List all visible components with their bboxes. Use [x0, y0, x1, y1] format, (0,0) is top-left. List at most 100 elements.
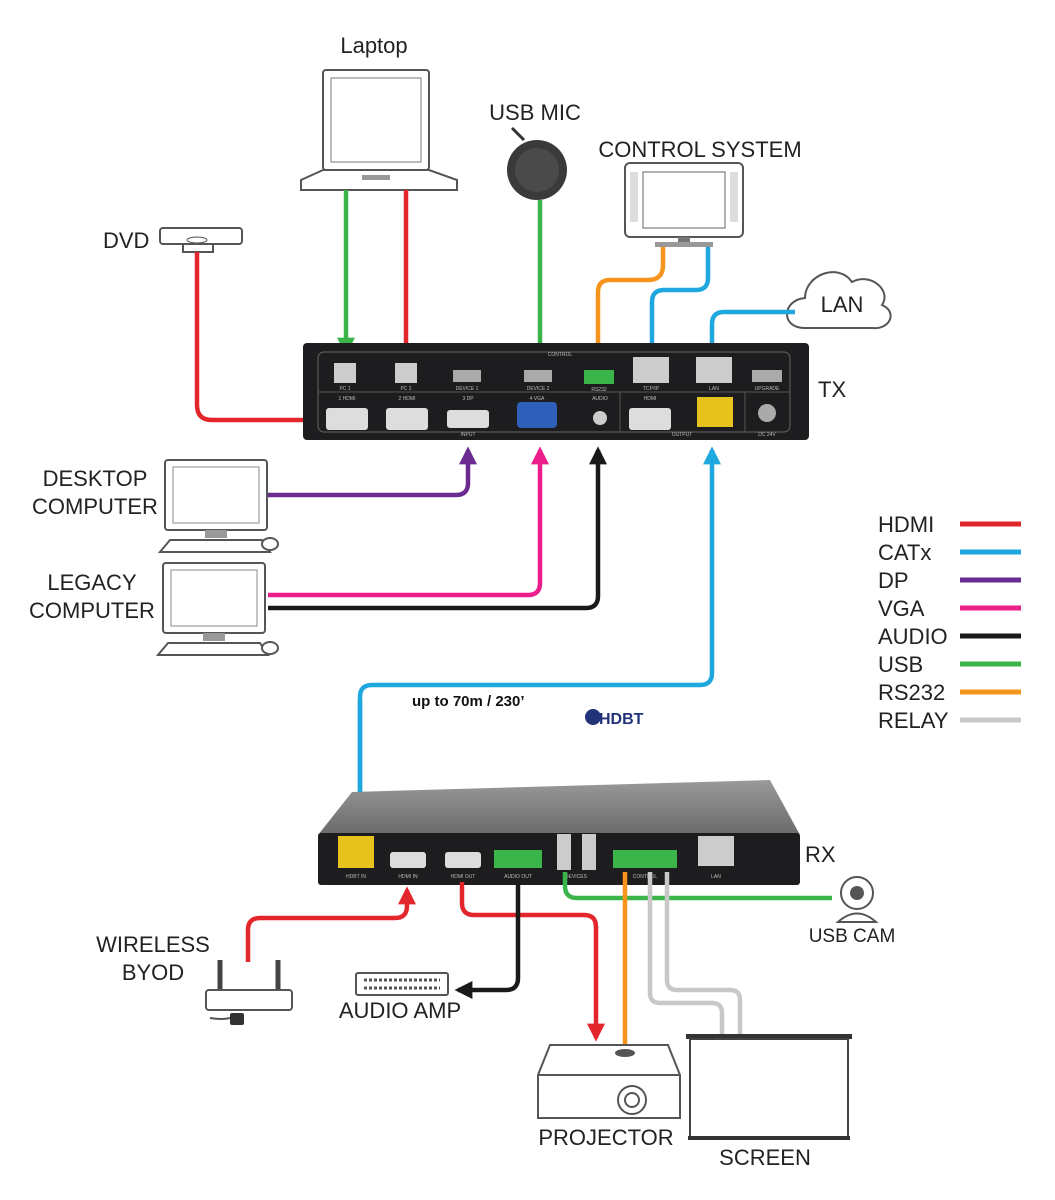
wire-audio: [268, 446, 607, 611]
svg-text:LAN: LAN: [709, 386, 719, 392]
wires-rx: [245, 872, 832, 1046]
svg-text:HDBT: HDBT: [599, 711, 644, 728]
legend-label: DP: [878, 568, 909, 593]
label-usb-mic: USB MIC: [489, 100, 581, 125]
wire-relay-1: [647, 872, 725, 1035]
legend-label: AUDIO: [878, 624, 948, 649]
svg-text:4 VGA: 4 VGA: [530, 396, 545, 402]
label-tx: TX: [818, 377, 846, 402]
svg-text:HDMI IN: HDMI IN: [398, 874, 418, 880]
svg-text:HDBT IN: HDBT IN: [346, 874, 366, 880]
vga-port-icon: [517, 402, 557, 428]
wire-hdmi-projector: [459, 882, 605, 1042]
dc-jack-icon: [758, 404, 776, 422]
svg-text:OUTPUT: OUTPUT: [672, 432, 693, 438]
legend-label: CATx: [878, 540, 931, 565]
label-desktop-2: COMPUTER: [32, 494, 158, 519]
svg-text:DEVICE 2: DEVICE 2: [527, 386, 550, 392]
label-usb-cam: USB CAM: [809, 926, 896, 947]
wires-inputs: [268, 446, 721, 836]
displayport-icon: [447, 410, 489, 428]
audio-jack-icon: [593, 411, 607, 425]
svg-text:TCP/IP: TCP/IP: [643, 386, 660, 392]
wire-catx-lan: [709, 309, 795, 358]
tx-device: PC 1 PC 2 DEVICE 1 DEVICE 2 CONTROL RS23…: [303, 343, 809, 440]
hdmi-port-icon: [326, 408, 368, 430]
label-legacy-1: LEGACY: [47, 570, 137, 595]
wire-hdmi-byod: [245, 886, 416, 962]
legend-label: RELAY: [878, 708, 949, 733]
usb-b-port-icon: [334, 363, 356, 383]
usb-a-port-icon: [557, 834, 571, 870]
svg-text:CONTROL: CONTROL: [633, 874, 658, 880]
wire-usb-cam: [562, 872, 832, 901]
label-audio-amp: AUDIO AMP: [339, 998, 461, 1023]
hdmi-port-icon: [629, 408, 671, 430]
svg-text:RS232: RS232: [591, 387, 607, 393]
svg-text:1 HDMI: 1 HDMI: [339, 396, 356, 402]
usb-mic-icon: [507, 126, 567, 200]
label-control-system: CONTROL SYSTEM: [598, 137, 801, 162]
hdbaset-logo: HDBT: [585, 709, 644, 728]
label-rx: RX: [805, 842, 836, 867]
svg-text:UPGRADE: UPGRADE: [755, 386, 780, 392]
hdmi-port-icon: [386, 408, 428, 430]
hdmi-port-icon: [390, 852, 426, 868]
wireless-router-icon: [205, 960, 293, 1025]
legacy-computer-icon: [155, 562, 279, 656]
usb-b-port-icon: [395, 363, 417, 383]
svg-text:PC 1: PC 1: [339, 386, 350, 392]
wire-rs232-control: [595, 247, 666, 368]
legend-label: HDMI: [878, 512, 934, 537]
label-laptop: Laptop: [340, 33, 407, 58]
svg-text:DEVICES: DEVICES: [565, 874, 588, 880]
svg-text:PC 2: PC 2: [400, 386, 411, 392]
label-screen: SCREEN: [719, 1145, 811, 1170]
label-lan: LAN: [821, 292, 864, 317]
svg-text:AUDIO: AUDIO: [592, 396, 608, 402]
usb-cam-icon: [835, 876, 879, 923]
label-desktop-1: DESKTOP: [43, 466, 148, 491]
hdbt-port-icon: [338, 836, 374, 868]
terminal-block-icon: [584, 370, 614, 384]
hdmi-port-icon: [445, 852, 481, 868]
svg-text:CONTROL: CONTROL: [548, 352, 573, 358]
rj45-port-icon: [696, 357, 732, 383]
audio-amp-icon: [355, 972, 449, 996]
legend-label: USB: [878, 652, 923, 677]
hdbt-port-icon: [697, 397, 733, 427]
terminal-block-icon: [494, 850, 542, 868]
svg-text:2 HDMI: 2 HDMI: [399, 396, 416, 402]
control-system-icon: [624, 162, 744, 247]
svg-text:DC 24V: DC 24V: [758, 432, 776, 438]
desktop-computer-icon: [157, 459, 279, 553]
label-projector: PROJECTOR: [538, 1125, 673, 1150]
wire-hdmi-dvd: [194, 252, 322, 429]
lan-cloud-icon: [786, 271, 892, 330]
label-dvd: DVD: [103, 228, 149, 253]
label-wireless-2: BYOD: [122, 960, 184, 985]
wire-catx-control: [649, 247, 711, 358]
projector-icon: [537, 1044, 681, 1119]
wire-dp: [268, 446, 477, 498]
rj45-port-icon: [698, 836, 734, 866]
usb-a-port-icon: [752, 370, 782, 382]
svg-text:AUDIO OUT: AUDIO OUT: [504, 874, 532, 880]
rj45-port-icon: [633, 357, 669, 383]
wire-vga: [268, 446, 549, 598]
legend-label: RS232: [878, 680, 945, 705]
svg-text:3 DP: 3 DP: [462, 396, 474, 402]
terminal-block-icon: [613, 850, 677, 868]
svg-text:HDMI OUT: HDMI OUT: [451, 874, 476, 880]
rx-device: HDBT IN HDMI IN HDMI OUT AUDIO OUT DEVIC…: [318, 780, 800, 885]
usb-a-port-icon: [453, 370, 481, 382]
svg-text:HDMI: HDMI: [644, 396, 657, 402]
legend-label: VGA: [878, 596, 925, 621]
svg-text:DEVICE 1: DEVICE 1: [456, 386, 479, 392]
wire-audio-amp: [454, 882, 521, 999]
label-wireless-1: WIRELESS: [96, 932, 210, 957]
dvd-player-icon: [159, 227, 243, 253]
label-legacy-2: COMPUTER: [29, 598, 155, 623]
